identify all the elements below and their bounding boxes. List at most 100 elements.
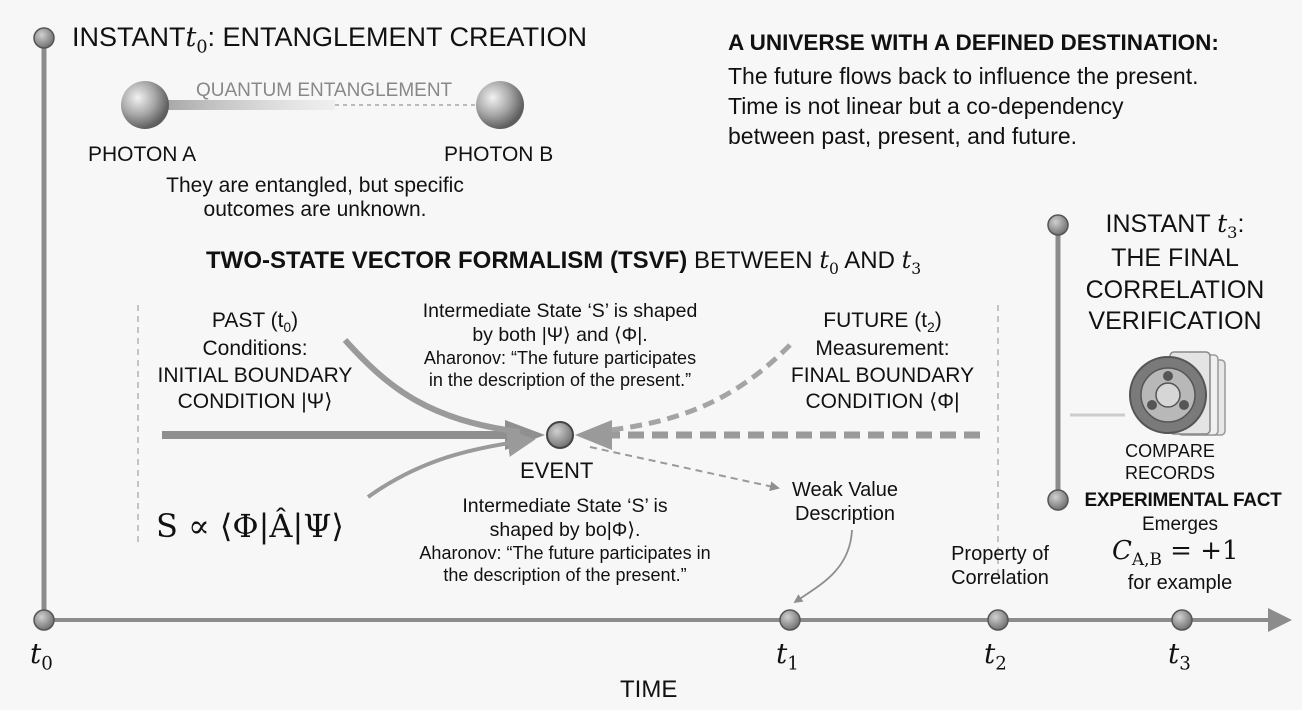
time-axis-label: TIME	[620, 676, 678, 703]
weak-value-arrow	[589, 446, 780, 492]
experimental-fact-label: EXPERIMENTAL FACT	[1084, 490, 1282, 511]
future-arrowhead	[575, 420, 612, 450]
photon-b-sphere	[476, 81, 524, 129]
property-line2: Correlation	[951, 567, 1049, 589]
photon-a-label: PHOTON A	[88, 143, 197, 166]
future-line1-text: FUTURE (t	[823, 309, 928, 332]
future-line1: FUTURE (t2)	[770, 308, 995, 336]
property-label: Property of Correlation	[935, 542, 1065, 590]
t0-instant-suffix: : ENTANGLEMENT CREATION	[207, 22, 588, 52]
tick-t0: t0	[30, 637, 53, 676]
photon-b-label: PHOTON B	[444, 143, 554, 166]
middle-bottom-line2: shaped by bo|Φ⟩.	[489, 518, 641, 541]
photon-a-sphere	[121, 81, 169, 129]
future-line1-end: )	[934, 309, 942, 332]
tsvf-t0: t0	[819, 246, 839, 279]
t1-node	[779, 609, 801, 631]
t0-instant-prefix: INSTANT	[72, 22, 186, 52]
correlation-formula: CA,B = +1	[1112, 536, 1239, 570]
past-curve-arrow	[342, 337, 521, 435]
t0-instant-title: INSTANT t0 : ENTANGLEMENT CREATION	[72, 22, 587, 58]
destination-heading: A UNIVERSE WITH A DEFINED DESTINATION:	[728, 30, 1219, 55]
for-example-label: for example	[1127, 572, 1233, 594]
tick-t1-sub: 1	[787, 653, 799, 675]
past-line2: Conditions:	[202, 337, 308, 361]
lower-curve-arrow	[366, 429, 536, 499]
t3-node	[1171, 609, 1193, 631]
future-block: FUTURE (t2) Measurement: FINAL BOUNDARY …	[770, 308, 995, 415]
past-line4: CONDITION |Ψ⟩	[177, 389, 333, 413]
middle-top-block: Intermediate State ‘S’ is shaped by both…	[395, 300, 725, 391]
t0-top-node	[33, 27, 55, 49]
compare-line2: RECORDS	[1124, 462, 1215, 483]
past-line1-sub: 0	[283, 320, 292, 336]
past-block: PAST (t0) Conditions: INITIAL BOUNDARY C…	[150, 308, 360, 415]
t0-var: t	[185, 22, 197, 53]
entanglement-note: They are entangled, but specific outcome…	[130, 174, 500, 222]
middle-top-line2: by both |Ψ⟩ and ⟨Φ|.	[472, 323, 648, 346]
tick-t1: t1	[776, 637, 799, 676]
tsvf-t3-sub: 3	[911, 259, 922, 278]
weak-value-line1: Weak Value	[792, 479, 898, 501]
tsvf-title-and: AND	[838, 247, 902, 274]
corr-sub: A,B	[1131, 549, 1162, 570]
tick-t0-var: t	[30, 637, 42, 670]
tsvf-t3-var: t	[901, 246, 912, 274]
past-arrowhead	[505, 420, 545, 450]
tsvf-t3: t3	[901, 246, 922, 279]
compare-records-label: COMPARE RECORDS	[1110, 441, 1230, 484]
future-line4: CONDITION ⟨Φ|	[805, 389, 960, 413]
t3-bottom-node	[1047, 489, 1069, 511]
tick-t3-var: t	[1168, 637, 1180, 670]
tick-t0-sub: 0	[41, 653, 53, 675]
destination-line2: Time is not linear but a co-dependency	[728, 92, 1124, 119]
tick-t3: t3	[1168, 637, 1191, 676]
t0-node	[33, 609, 55, 631]
t3-instant-colon: :	[1237, 210, 1245, 238]
t3-instant-var-wrap: t3	[1217, 208, 1237, 243]
t3-top-node	[1047, 214, 1069, 236]
tsvf-t0-sub: 0	[828, 259, 839, 278]
middle-top-line1: Intermediate State ‘S’ is shaped	[422, 300, 698, 322]
past-line1-text: PAST (t	[211, 309, 284, 332]
weak-value-line2: Description	[794, 503, 896, 525]
property-line1: Property of	[951, 543, 1049, 565]
t3-line2: THE FINAL	[1111, 244, 1239, 273]
destination-line1: The future flows back to influence the p…	[728, 63, 1199, 89]
future-curve-arrow	[609, 343, 792, 433]
event-label: EVENT	[520, 458, 594, 483]
tsvf-title-between: BETWEEN	[687, 247, 820, 274]
tick-t2-var: t	[984, 637, 996, 670]
t2-node	[987, 609, 1009, 631]
tick-t3-sub: 3	[1179, 653, 1191, 675]
destination-text: The future flows back to influence the p…	[728, 62, 1199, 152]
past-line3: INITIAL BOUNDARY	[157, 363, 353, 387]
t3-line4: VERIFICATION	[1088, 306, 1262, 335]
t3-instant-var: t	[1217, 209, 1228, 238]
quantum-entanglement-label: QUANTUM ENTANGLEMENT	[196, 80, 453, 101]
tsvf-formula: S ∝ ⟨Φ|Â|Ψ⟩	[156, 507, 344, 545]
records-reel-icon	[1070, 351, 1226, 436]
compare-line1: COMPARE	[1125, 441, 1215, 461]
tick-t2-sub: 2	[995, 653, 1007, 675]
middle-bottom-block: Intermediate State ‘S’ is shaped by bo|Φ…	[395, 495, 735, 586]
event-node	[546, 421, 574, 449]
entanglement-beam	[160, 100, 335, 110]
corr-var: CA,B	[1112, 536, 1162, 570]
destination-line3: between past, present, and future.	[728, 122, 1078, 149]
middle-bottom-line4: the description of the present.”	[443, 564, 687, 585]
emerges-label: Emerges	[1141, 514, 1219, 535]
t3-line3: CORRELATION	[1085, 275, 1265, 304]
weak-value-pointer	[793, 529, 853, 604]
past-line1: PAST (t0)	[150, 308, 360, 336]
future-line3: FINAL BOUNDARY	[790, 363, 975, 387]
tsvf-title: TWO-STATE VECTOR FORMALISM (TSVF) BETWEE…	[206, 246, 922, 279]
middle-top-line3: Aharonov: “The future participates	[423, 347, 697, 368]
t3-instant-prefix: INSTANT	[1105, 210, 1218, 238]
time-axis-arrowhead	[1268, 608, 1292, 632]
middle-bottom-line1: Intermediate State ‘S’ is	[462, 495, 668, 517]
corr-value: = +1	[1161, 536, 1239, 566]
tsvf-title-bold: TWO-STATE VECTOR FORMALISM (TSVF)	[206, 247, 688, 274]
